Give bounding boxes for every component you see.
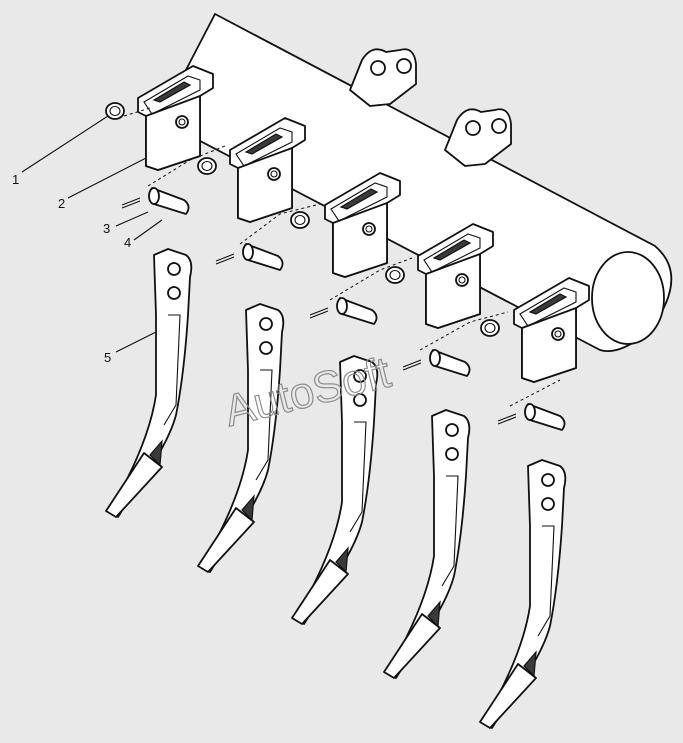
pin-2: [215, 243, 284, 271]
leader-2: [67, 157, 147, 199]
clevis-plate-1: [349, 48, 417, 107]
callout-4: 4: [124, 235, 131, 250]
tine-1: [105, 248, 193, 518]
washer-4: [385, 266, 405, 284]
washer-1: [105, 102, 125, 120]
washer-2: [197, 157, 217, 175]
leader-5: [115, 331, 157, 353]
callout-5: 5: [104, 350, 111, 365]
tine-4: [383, 409, 471, 679]
washer-3: [290, 211, 310, 229]
callout-2: 2: [58, 196, 65, 211]
pin-3: [309, 297, 378, 325]
callout-1: 1: [12, 172, 19, 187]
tine-2: [197, 303, 285, 573]
leader-1: [21, 115, 109, 173]
leader-3: [115, 211, 149, 227]
clevis-plate-2: [444, 108, 512, 167]
leader-4: [133, 219, 163, 241]
pin-1: [121, 187, 190, 215]
pin-5: [497, 403, 566, 431]
callout-3: 3: [103, 221, 110, 236]
pin-4: [402, 349, 471, 377]
washer-5: [480, 319, 500, 337]
tine-5: [479, 459, 567, 729]
shaft-end-cap: [591, 251, 665, 345]
